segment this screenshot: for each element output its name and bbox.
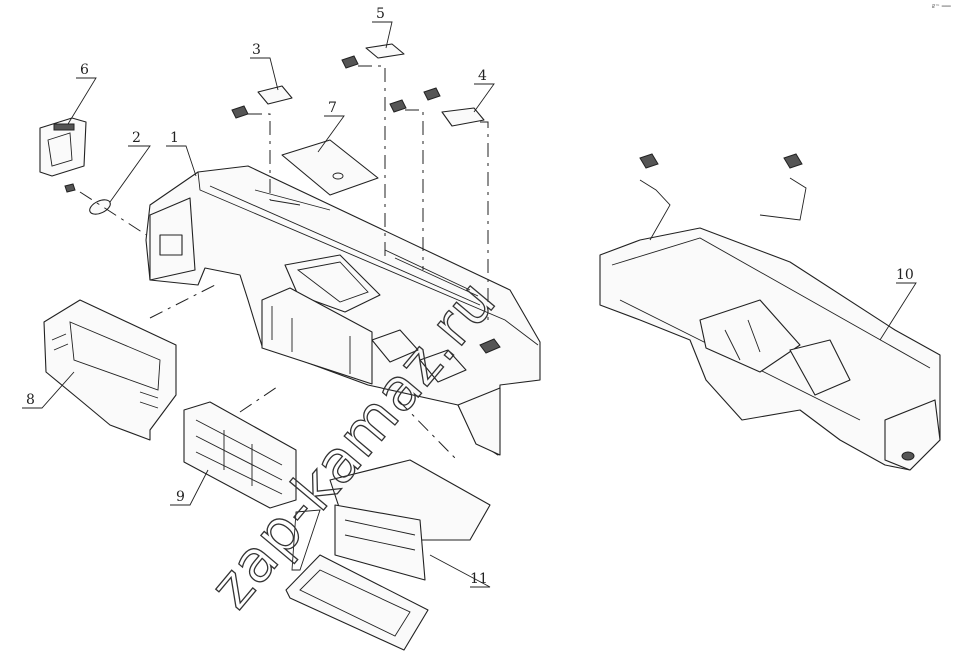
callout-3: 3 <box>252 42 261 58</box>
part-11-glove-box <box>285 399 491 651</box>
callout-7: 7 <box>328 100 337 116</box>
part-3-clip <box>231 85 293 200</box>
part-2-cover <box>64 183 149 237</box>
leader-lines <box>22 21 917 588</box>
corner-mark: ₽™ ═══ <box>932 4 952 10</box>
callout-11: 11 <box>470 571 488 587</box>
callouts: 1 2 3 4 5 6 7 8 9 10 11 <box>26 6 914 587</box>
callout-10: 10 <box>896 267 914 283</box>
callout-2: 2 <box>132 130 141 146</box>
callout-1: 1 <box>170 130 179 146</box>
part-6-end-cap <box>39 117 87 177</box>
part-5-clip <box>341 43 405 258</box>
callout-9: 9 <box>176 489 185 505</box>
part-10-frame <box>599 153 941 471</box>
part-1-dashboard-panel <box>145 165 541 456</box>
callout-8: 8 <box>26 392 35 408</box>
part-8-bezel <box>43 284 216 441</box>
callout-6: 6 <box>80 62 89 78</box>
part-4-clip <box>389 87 489 320</box>
callout-5: 5 <box>376 6 385 22</box>
part-9-center-panel <box>183 384 297 509</box>
callout-4: 4 <box>478 68 487 84</box>
part-7-lid <box>281 139 379 196</box>
